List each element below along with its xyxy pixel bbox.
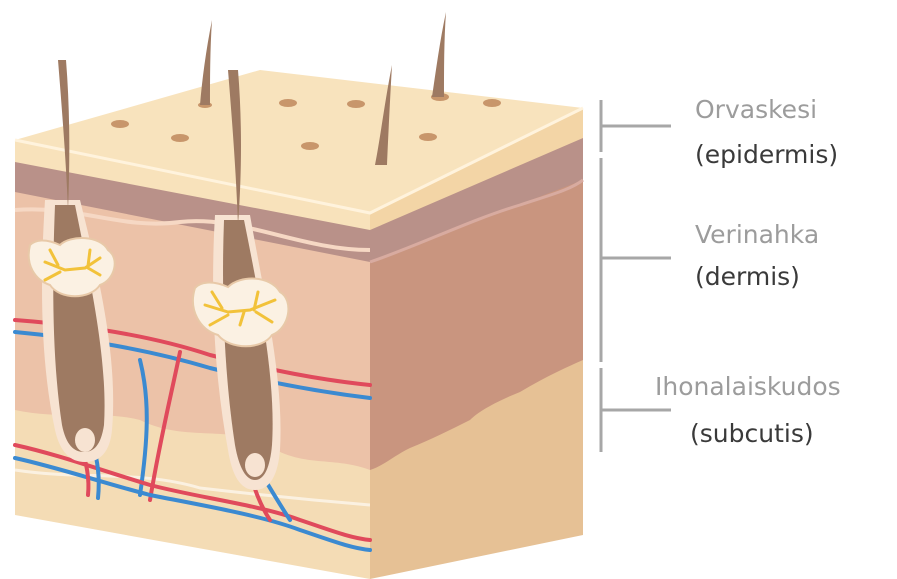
hair bbox=[432, 12, 446, 97]
pore bbox=[301, 142, 319, 150]
label-epidermis-latin: (epidermis) bbox=[695, 140, 838, 169]
pore bbox=[347, 100, 365, 108]
pore bbox=[171, 134, 189, 142]
label-subcutis-latin: (subcutis) bbox=[690, 419, 814, 448]
label-dermis-name: Verinahka bbox=[695, 220, 819, 249]
pore bbox=[111, 120, 129, 128]
bracket-dermis bbox=[601, 158, 671, 362]
hair-bulb bbox=[245, 453, 265, 477]
pore bbox=[419, 133, 437, 141]
pore bbox=[483, 99, 501, 107]
label-epidermis-name: Orvaskesi bbox=[695, 95, 817, 124]
hair-bulb bbox=[75, 428, 95, 452]
pore bbox=[279, 99, 297, 107]
bracket-epidermis bbox=[601, 100, 671, 152]
label-subcutis-name: Ihonalaiskudos bbox=[655, 372, 841, 401]
label-dermis-latin: (dermis) bbox=[695, 262, 800, 291]
